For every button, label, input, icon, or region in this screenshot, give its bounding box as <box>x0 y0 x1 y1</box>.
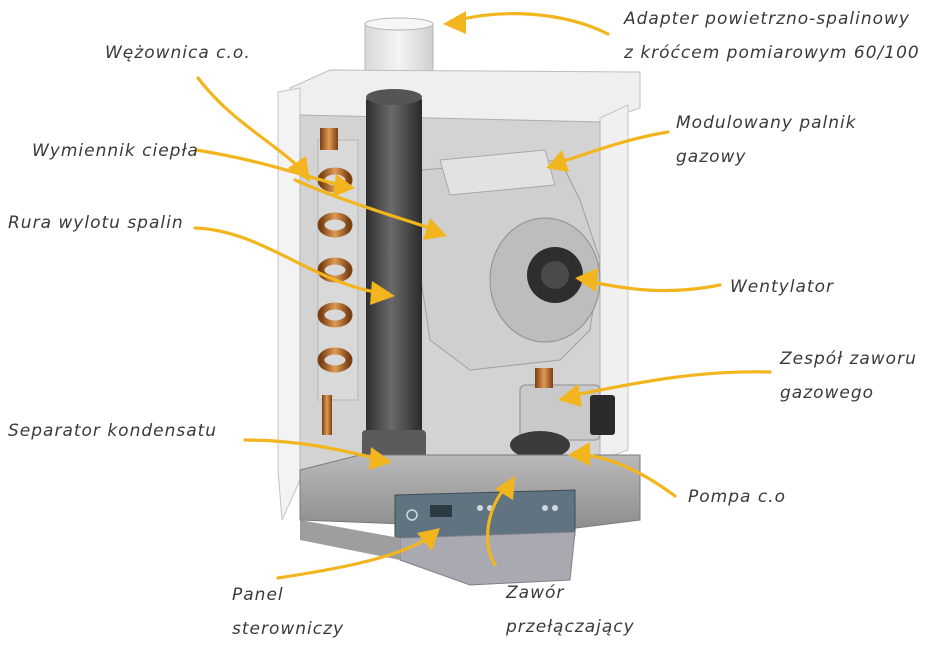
label-panel-2: sterowniczy <box>232 619 344 639</box>
label-przelaczajacy-2: przełączający <box>505 617 635 637</box>
pump <box>510 431 570 459</box>
label-panel-1: Panel <box>232 585 284 605</box>
arrow-przelaczajacy <box>486 476 515 567</box>
label-adapter-2: z króćcem pomiarowym 60/100 <box>623 43 920 63</box>
label-separator: Separator kondensatu <box>8 421 217 441</box>
label-pompa: Pompa c.o <box>688 487 786 507</box>
arrow-rura <box>193 226 395 305</box>
arrow-panel <box>276 528 440 580</box>
casing-left <box>277 87 301 521</box>
casing-top <box>289 69 641 123</box>
flue-pipe <box>366 95 422 440</box>
label-palnik-1: Modulowany palnik <box>676 113 857 133</box>
arrow-wymiennik <box>194 148 355 197</box>
boiler-illustration <box>277 17 641 586</box>
label-adapter-1: Adapter powietrzno-spalinowy <box>623 9 910 29</box>
arrow-adapter <box>443 11 610 36</box>
label-wezownica: Wężownica c.o. <box>105 43 251 63</box>
arrow-separator <box>243 438 392 470</box>
arrow-wentylator <box>575 268 722 293</box>
label-rura: Rura wylotu spalin <box>8 213 184 233</box>
label-palnik-2: gazowy <box>676 147 747 167</box>
label-wymiennik: Wymiennik ciepła <box>32 141 199 161</box>
arrow-palnik <box>546 130 670 172</box>
arrow-palnik2 <box>293 178 447 240</box>
label-przelaczajacy-1: Zawór <box>505 583 564 603</box>
arrow-pompa <box>568 442 677 498</box>
label-wentylator: Wentylator <box>730 277 834 297</box>
label-zawor-gazowy-2: gazowego <box>780 383 874 403</box>
label-zawor-gazowy-1: Zespół zaworu <box>779 349 917 369</box>
arrow-zawor-gazowy <box>558 370 772 407</box>
control-panel <box>394 489 576 539</box>
